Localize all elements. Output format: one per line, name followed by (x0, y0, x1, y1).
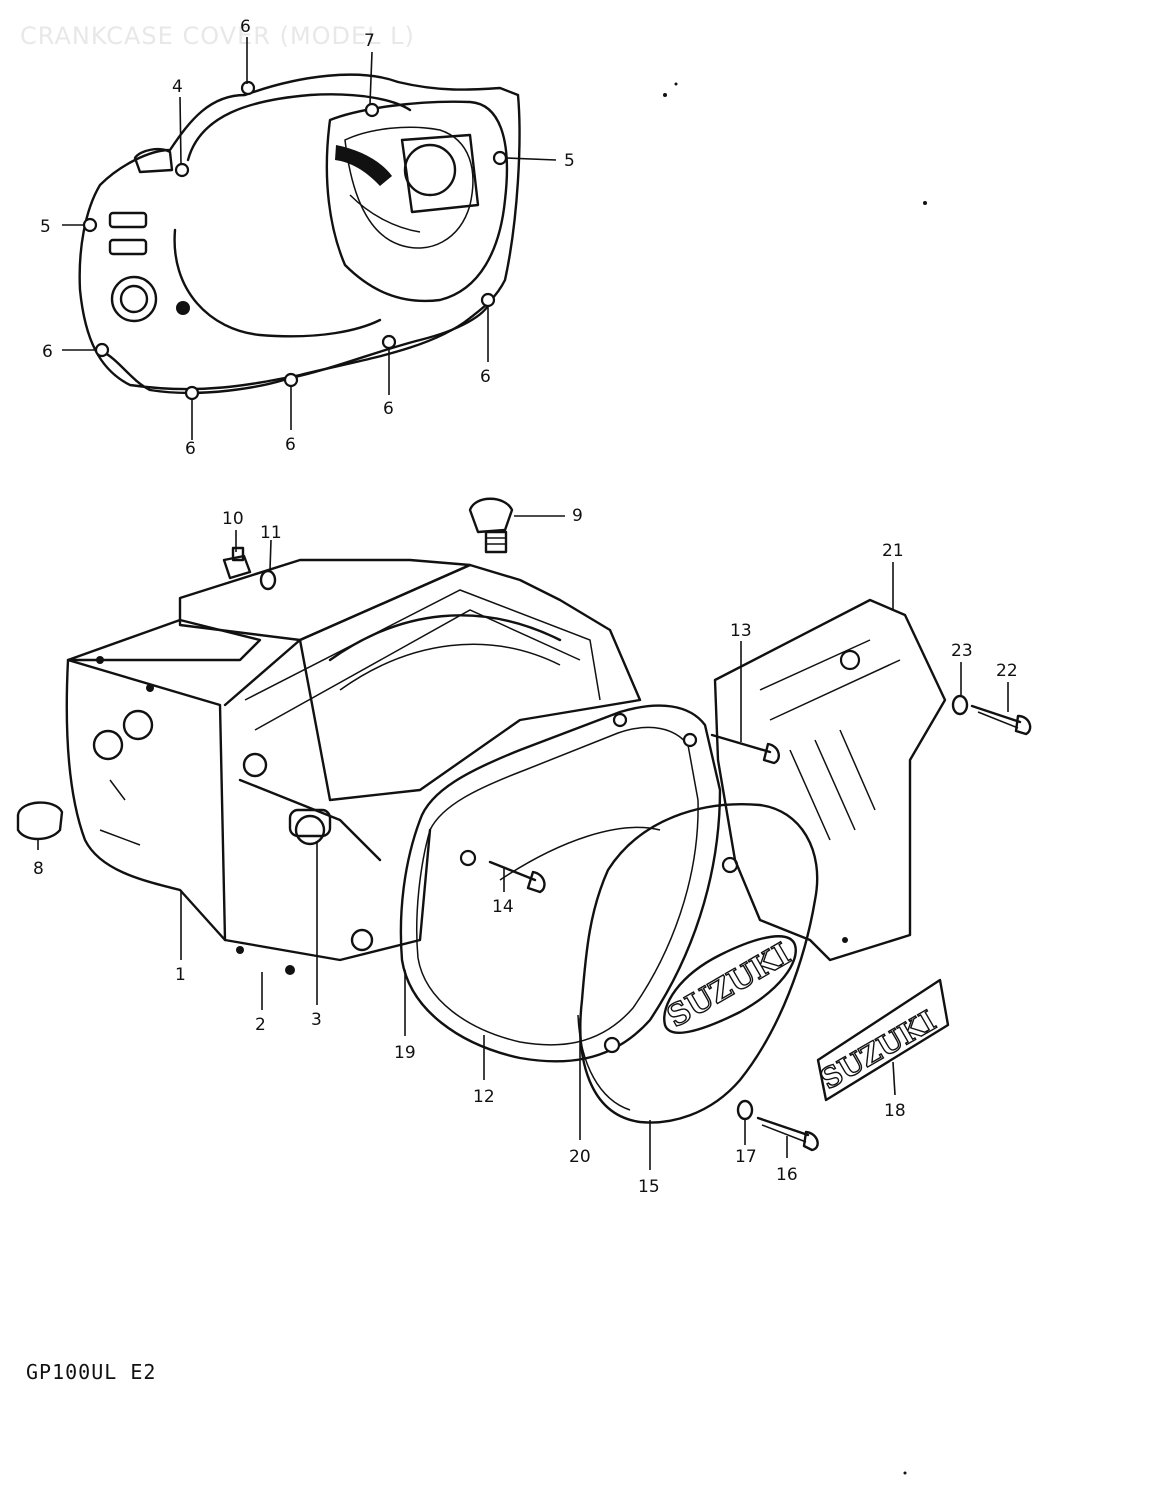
callout-6c: 6 (42, 342, 53, 362)
callout-18: 18 (884, 1101, 906, 1121)
callout-19: 19 (394, 1043, 416, 1063)
callout-4: 4 (172, 77, 183, 97)
callout-2: 2 (255, 1015, 266, 1035)
model-code: GP100UL E2 (26, 1360, 157, 1384)
callout-6d: 6 (383, 399, 394, 419)
callout-10: 10 (222, 509, 244, 529)
callout-7: 7 (364, 31, 375, 51)
callout-13: 13 (730, 621, 752, 641)
upper-crankcase-cover-drawing (78, 73, 521, 401)
leader-lines (37, 37, 1009, 1170)
callout-16: 16 (776, 1165, 798, 1185)
callout-15: 15 (638, 1177, 660, 1197)
callout-6f: 6 (185, 439, 196, 459)
callout-17: 17 (735, 1147, 757, 1167)
scan-specks (663, 82, 927, 1475)
callout-21: 21 (882, 541, 904, 561)
callout-23: 23 (951, 641, 973, 661)
callout-6b: 6 (480, 367, 491, 387)
callout-3: 3 (311, 1010, 322, 1030)
callout-8: 8 (33, 859, 44, 879)
callout-1: 1 (175, 965, 186, 985)
faint-title: CRANKCASE COVER (MODEL L) (20, 22, 415, 50)
callout-6a: 6 (240, 17, 251, 37)
callout-20: 20 (569, 1147, 591, 1167)
callout-5a: 5 (564, 151, 575, 171)
callout-9: 9 (572, 506, 583, 526)
crankcase-assembly-drawing: SUZUKI SUZUKI (16, 497, 1032, 1152)
callout-14: 14 (492, 897, 514, 917)
callout-12: 12 (473, 1087, 495, 1107)
callout-labels: 6 7 4 5 5 6 6 6 6 6 10 11 9 21 13 23 22 … (33, 17, 1018, 1197)
callout-11: 11 (260, 523, 282, 543)
callout-6e: 6 (285, 435, 296, 455)
callout-22: 22 (996, 661, 1018, 681)
callout-5b: 5 (40, 217, 51, 237)
